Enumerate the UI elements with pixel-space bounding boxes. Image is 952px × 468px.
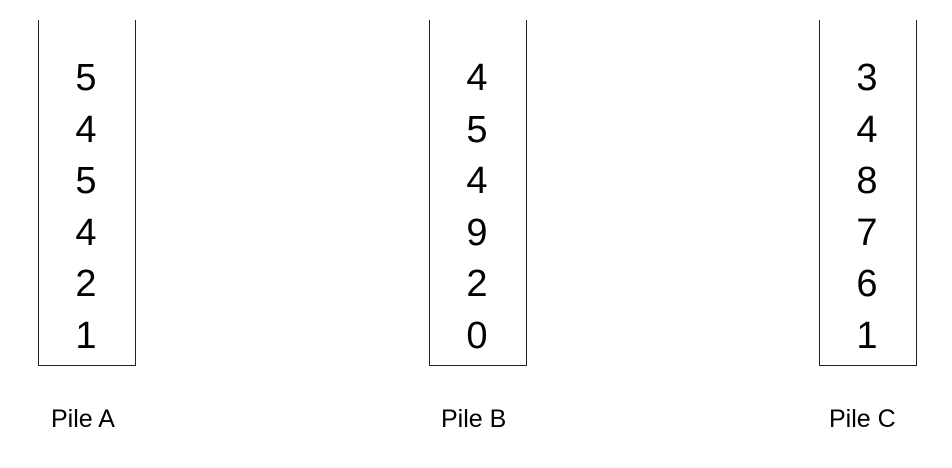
pile-a-value: 5 xyxy=(75,160,97,202)
pile-c-container xyxy=(819,20,917,366)
pile-c-value: 4 xyxy=(856,108,878,151)
pile-c-values: 3 4 8 7 6 1 xyxy=(819,53,917,362)
pile-b-value: 2 xyxy=(466,263,488,305)
pile-b-container xyxy=(429,20,527,366)
pile-c-value: 8 xyxy=(856,160,878,202)
pile-b-value: 4 xyxy=(466,160,488,202)
pile-b-value: 0 xyxy=(466,314,488,357)
pile-b-value: 5 xyxy=(466,108,488,151)
pile-c-value: 7 xyxy=(856,211,878,254)
pile-a-value: 5 xyxy=(75,57,97,99)
pile-b-label: Pile B xyxy=(441,405,507,433)
pile-a-value: 4 xyxy=(75,211,97,254)
pile-a-value: 1 xyxy=(75,314,97,357)
pile-c-value: 6 xyxy=(856,263,878,305)
pile-c-value: 3 xyxy=(856,57,878,99)
pile-c-label: Pile C xyxy=(829,405,896,433)
pile-b-values: 4 5 4 9 2 0 xyxy=(429,53,527,362)
pile-b-value: 9 xyxy=(466,211,488,254)
pile-a-value: 2 xyxy=(75,263,97,305)
pile-a-value: 4 xyxy=(75,108,97,151)
pile-c-value: 1 xyxy=(856,314,878,357)
pile-a-values: 5 4 5 4 2 1 xyxy=(38,53,136,362)
pile-a-label: Pile A xyxy=(51,405,115,433)
pile-b-value: 4 xyxy=(466,57,488,99)
pile-a-container xyxy=(38,20,136,366)
